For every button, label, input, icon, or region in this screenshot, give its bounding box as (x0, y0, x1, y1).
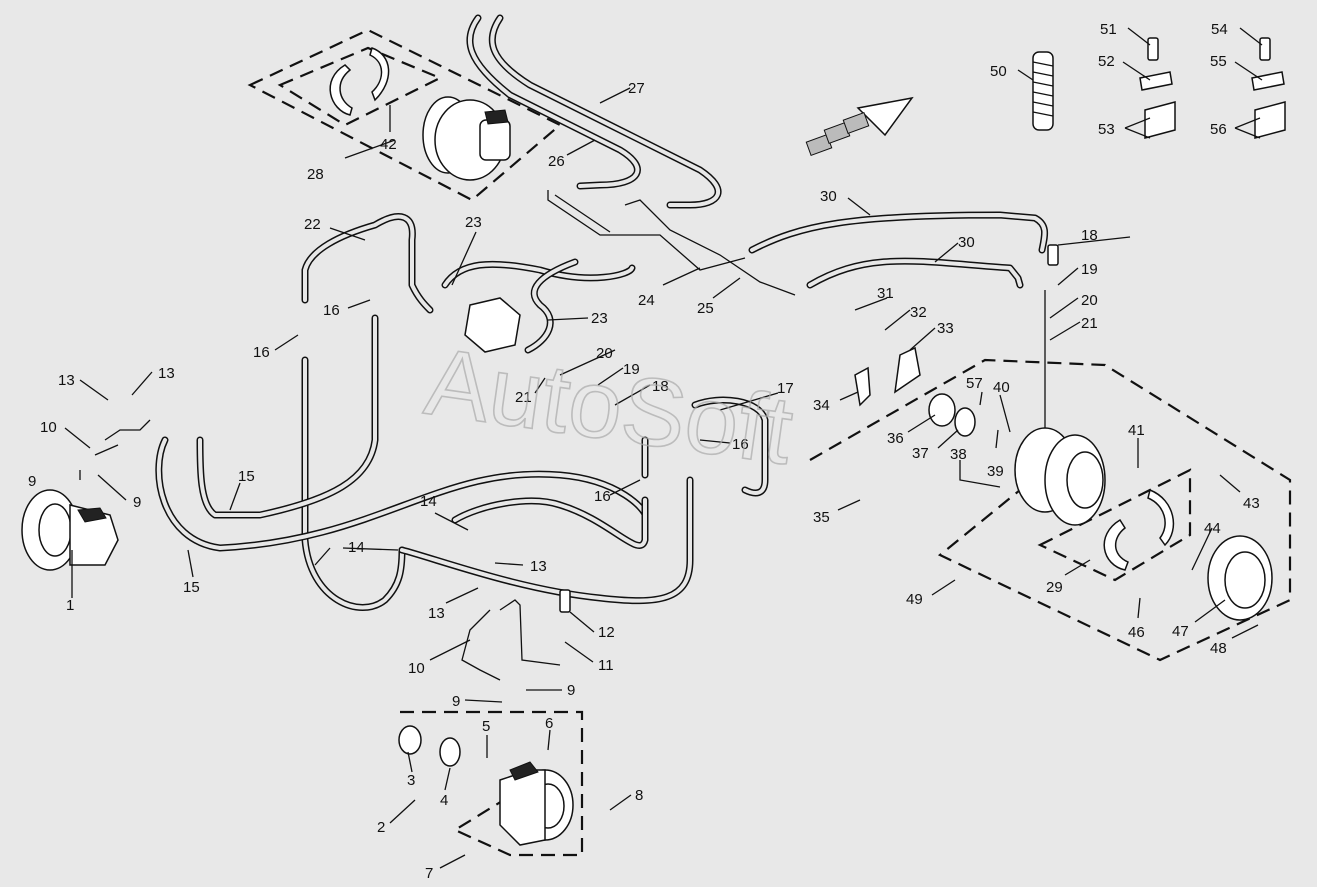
callout-27: 27 (628, 80, 645, 97)
callout-29: 29 (1046, 579, 1063, 596)
callout-10-left: 10 (40, 419, 57, 436)
callout-16-a: 16 (253, 344, 270, 361)
callout-54: 54 (1211, 21, 1228, 38)
callout-16-c: 16 (594, 488, 611, 505)
valve-block (464, 297, 521, 353)
brake-shoe (329, 64, 353, 116)
callout-28: 28 (307, 166, 324, 183)
callout-20-right: 20 (1081, 292, 1098, 309)
rigid-pipes (94, 190, 1046, 681)
callout-31: 31 (877, 285, 894, 302)
callout-6: 6 (545, 715, 553, 732)
callout-51: 51 (1100, 21, 1117, 38)
callout-13-b: 13 (158, 365, 175, 382)
callout-35: 35 (813, 509, 830, 526)
callout-56: 56 (1210, 121, 1227, 138)
callout-40: 40 (993, 379, 1010, 396)
leader-lines (64, 27, 1263, 869)
callout-15-a: 15 (238, 468, 255, 485)
callout-19-mid: 19 (623, 361, 640, 378)
callout-9-bottom-b: 9 (567, 682, 575, 699)
callout-38: 38 (950, 446, 967, 463)
clamp (1144, 101, 1176, 139)
callout-4: 4 (440, 792, 448, 809)
callout-30-b: 30 (958, 234, 975, 251)
callout-18-right: 18 (1081, 227, 1098, 244)
callout-36: 36 (887, 430, 904, 447)
callout-8: 8 (635, 787, 643, 804)
callout-10-bottom: 10 (408, 660, 425, 677)
callout-14-a: 14 (420, 493, 437, 510)
callout-17: 17 (777, 380, 794, 397)
callout-15-b: 15 (183, 579, 200, 596)
direction-arrow (856, 96, 914, 137)
callout-13-a: 13 (58, 372, 75, 389)
callout-20-mid: 20 (596, 345, 613, 362)
callout-13-c: 13 (530, 558, 547, 575)
callout-42: 42 (380, 136, 397, 153)
callout-39: 39 (987, 463, 1004, 480)
callout-34: 34 (813, 397, 830, 414)
callout-49: 49 (906, 591, 923, 608)
callout-25: 25 (697, 300, 714, 317)
callout-44: 44 (1204, 520, 1221, 537)
callout-9-bottom: 9 (452, 693, 460, 710)
callout-19-right: 19 (1081, 261, 1098, 278)
callout-23-a: 23 (465, 214, 482, 231)
assembly-frames (247, 28, 1292, 857)
callout-26: 26 (548, 153, 565, 170)
callout-2: 2 (377, 819, 385, 836)
callout-18-mid: 18 (652, 378, 669, 395)
callout-23-b: 23 (591, 310, 608, 327)
callout-24: 24 (638, 292, 655, 309)
callout-12: 12 (598, 624, 615, 641)
callout-32: 32 (910, 304, 927, 321)
callout-16-d: 16 (732, 436, 749, 453)
callout-11: 11 (598, 657, 614, 674)
callout-5: 5 (482, 718, 490, 735)
callout-48: 48 (1210, 640, 1227, 657)
components (21, 37, 1286, 846)
callout-13-d: 13 (428, 605, 445, 622)
callout-55: 55 (1210, 53, 1227, 70)
callout-21-mid: 21 (515, 389, 532, 406)
callout-52: 52 (1098, 53, 1115, 70)
callout-50: 50 (990, 63, 1007, 80)
callout-43: 43 (1243, 495, 1260, 512)
callout-30-a: 30 (820, 188, 837, 205)
callout-53: 53 (1098, 121, 1115, 138)
callout-37: 37 (912, 445, 929, 462)
callout-57: 57 (966, 375, 983, 392)
callout-labels: 1 2 3 4 5 6 7 8 9 9 9 9 10 10 11 12 13 1… (28, 21, 1260, 882)
callout-33: 33 (937, 320, 954, 337)
callout-47: 47 (1172, 623, 1189, 640)
callout-1: 1 (66, 597, 74, 614)
hoses (155, 14, 1049, 611)
callout-41: 41 (1128, 422, 1145, 439)
spring (1032, 51, 1054, 131)
callout-46: 46 (1128, 624, 1145, 641)
callout-22: 22 (304, 216, 321, 233)
callout-7: 7 (425, 865, 433, 882)
callout-21-right: 21 (1081, 315, 1098, 332)
callout-3: 3 (407, 772, 415, 789)
callout-16-b: 16 (323, 302, 340, 319)
callout-9-left-b: 9 (133, 494, 141, 511)
callout-9-left: 9 (28, 473, 36, 490)
callout-14-b: 14 (348, 539, 365, 556)
